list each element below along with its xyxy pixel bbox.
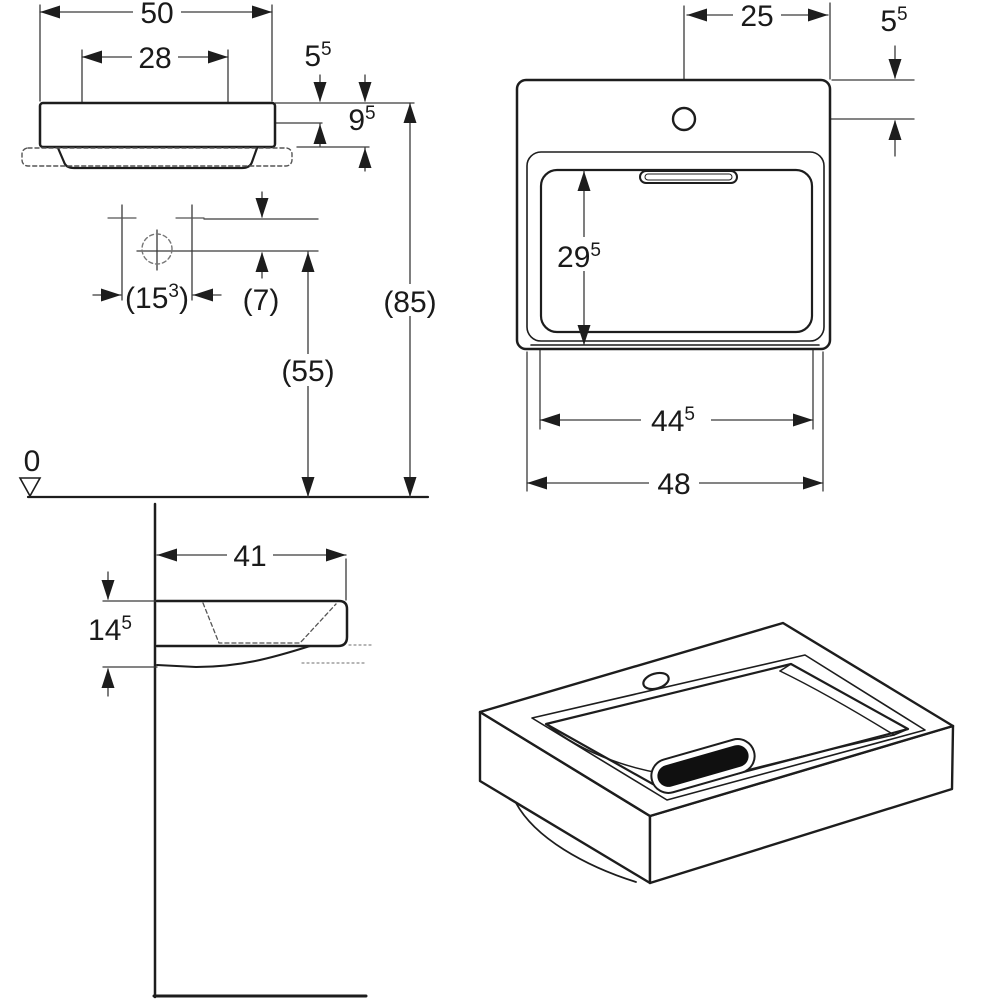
dim-fixing-hole-spacing-label: 28 — [138, 42, 171, 75]
dim-supply-spacing-label: (153) — [125, 281, 189, 315]
dim-rim-to-fixing-holes: 55 — [304, 39, 332, 147]
dim-fixing-hole-spacing: 28 — [81, 42, 229, 75]
dim-overall-width-label: 50 — [140, 0, 173, 30]
side-extension-lines — [102, 558, 347, 668]
basin-body-front — [38, 101, 277, 149]
basin-underside-curve — [156, 645, 311, 669]
overflow-slot-3d — [650, 738, 756, 794]
tap-hole-3d — [642, 671, 670, 691]
basin-3d-plinth-edge — [515, 802, 637, 883]
overflow-slot-3d-opening — [657, 745, 749, 787]
dim-front-width-label: 48 — [657, 468, 690, 501]
dim-front-width: 48 — [526, 467, 824, 501]
dim-bowl-width: 445 — [539, 400, 814, 438]
dim-bowl-width-label: 445 — [651, 404, 695, 438]
dim-body-height: 145 — [88, 571, 132, 697]
front-extension-lines — [39, 4, 415, 301]
dim-tap-hole-to-side-label: 25 — [740, 0, 773, 33]
dim-overall-width: 50 — [39, 0, 273, 30]
dim-bowl-depth-label: 295 — [557, 240, 601, 274]
variant-outline-dashed — [21, 147, 293, 167]
dim-supply-to-drain-label: (7) — [243, 284, 280, 317]
overflow-slot-outer — [639, 170, 738, 184]
plan-view: 25 55 295 445 — [515, 0, 915, 501]
basin-profile-side — [155, 599, 349, 648]
basin-bowl-underside-front — [56, 146, 259, 170]
basin-outline-plan — [515, 78, 832, 351]
dim-supply-to-drain: (7) — [243, 191, 280, 317]
dim-bowl-depth: 295 — [547, 170, 613, 346]
dim-apron-height: 95 — [348, 74, 376, 172]
dim-rim-to-fixing-holes-label: 55 — [304, 39, 331, 73]
overflow-slot-inner — [644, 173, 733, 181]
front-elevation-view: 0 50 28 55 95 — [18, 0, 440, 499]
dim-body-height-label: 145 — [88, 613, 132, 647]
hidden-bowl-contour — [202, 602, 337, 644]
dim-rim-height-label: (85) — [383, 286, 436, 319]
tap-hole — [671, 106, 697, 132]
dim-supply-spacing: (153) — [92, 281, 222, 315]
dim-rear-to-tap-hole-label: 55 — [880, 4, 907, 38]
datum-triangle — [18, 477, 42, 498]
basin-3d-bowl-wall-base — [779, 670, 895, 736]
basin-3d-wall-edge-left — [779, 663, 792, 672]
dim-drain-height: (55) — [280, 251, 336, 498]
side-section-view: 41 145 — [88, 502, 373, 999]
drain-outlet-circle — [141, 233, 173, 265]
perspective-view — [478, 621, 955, 885]
inner-rim-plan — [526, 151, 825, 342]
dim-rim-height: (85) — [380, 102, 440, 498]
dim-rear-to-tap-hole: 55 — [880, 4, 908, 157]
basin-3d-wall-edge-right — [893, 728, 909, 736]
dim-drain-height-label: (55) — [281, 355, 334, 388]
dim-projection: 41 — [156, 540, 347, 573]
dim-tap-hole-to-side: 25 — [686, 0, 829, 33]
floor-datum-label: 0 — [24, 445, 41, 478]
dim-apron-height-label: 95 — [348, 103, 375, 137]
dim-projection-label: 41 — [233, 540, 266, 573]
